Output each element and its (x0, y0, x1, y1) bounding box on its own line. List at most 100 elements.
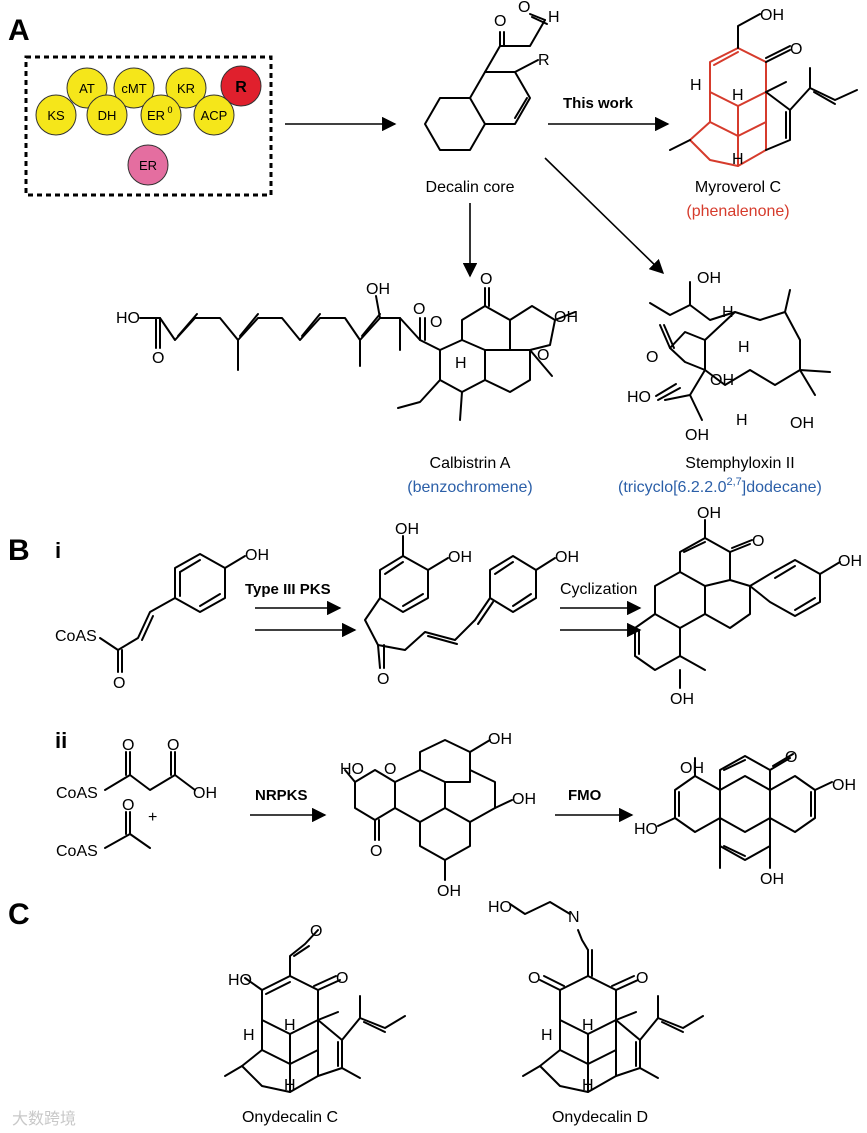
onydecalin-c-ketone-o: O (336, 970, 348, 987)
onydecalin-d-h-center: H (582, 1017, 594, 1034)
plus-sign: + (148, 809, 157, 826)
hydroxyphenalenone-ho: HO (634, 821, 658, 838)
decalin-aldehyde-o: O (518, 0, 530, 16)
decalin-aldehyde-h: H (548, 9, 560, 26)
stemphyloxin-ketone-o: O (646, 349, 658, 366)
malonyl-coas: CoAS (56, 785, 98, 802)
intermediate-o: O (377, 671, 389, 688)
domain-kr: KR (177, 81, 195, 96)
hydroxyphenalenone-o: O (785, 749, 797, 766)
onydecalin-d-n: N (568, 909, 580, 926)
myroverol-h-bottom: H (732, 151, 744, 168)
intermediate-oh-2: OH (448, 549, 472, 566)
malonyl-coa-structure: CoAS O O OH (56, 737, 217, 802)
onydecalin-d-ketone-o-left: O (528, 970, 540, 987)
onydecalin-d-ketone-o-right: O (636, 970, 648, 987)
type-iii-pks-label: Type III PKS (245, 581, 331, 598)
myroverol-c-name: Myroverol C (695, 179, 781, 196)
panel-label-c: C (8, 898, 30, 931)
malonyl-o-1: O (122, 737, 134, 754)
onydecalin-c-h-center: H (284, 1017, 296, 1034)
hydroxyphenalenone-oh-bottom: OH (760, 871, 784, 888)
arrow-decalin-to-stemphyloxin (544, 157, 665, 275)
onydecalin-d-h-left: H (541, 1027, 553, 1044)
coumaroyl-oh: OH (245, 547, 269, 564)
domain-at: AT (79, 81, 95, 96)
naphthopyranone-ring-o: O (384, 761, 396, 778)
nrpks-label: NRPKS (255, 787, 308, 804)
calbistrin-ring-o: O (430, 314, 442, 331)
myroverol-h-left: H (690, 77, 702, 94)
panel-label-b: B (8, 534, 30, 567)
decalin-core-structure: O O H R (424, 0, 560, 151)
decalin-core-label: Decalin core (426, 179, 515, 196)
decalin-r-group: R (538, 52, 550, 69)
acetyl-o: O (122, 797, 134, 814)
phenylphenalenone-oh-top: OH (697, 505, 721, 522)
naphthopyranone-oh-2: OH (512, 791, 536, 808)
phenylphenalenone-o: O (752, 533, 764, 550)
onydecalin-c-name: Onydecalin C (242, 1109, 338, 1126)
fmo-label: FMO (568, 787, 602, 804)
stemphyloxin-ho-left: HO (627, 389, 651, 406)
stemphyloxin-h-top: H (722, 304, 734, 321)
domain-ks: KS (47, 108, 65, 123)
phenylphenalenone-oh-right: OH (838, 553, 862, 570)
this-work-label: This work (563, 95, 634, 112)
myroverol-c-structure: OH O H H H (669, 7, 858, 168)
domain-er0-superscript: 0 (167, 105, 172, 115)
onydecalin-c-structure: O HO O H H H (224, 923, 406, 1094)
myroverol-c-class: (phenalenone) (686, 203, 789, 220)
malonyl-o-2: O (167, 737, 179, 754)
stemphyloxin-h-mid: H (738, 339, 750, 356)
onydecalin-c-ho: HO (228, 972, 252, 989)
onydecalin-c-h-left: H (243, 1027, 255, 1044)
calbistrin-acid-o: O (152, 350, 164, 367)
domain-r: R (235, 79, 247, 96)
domain-dh: DH (98, 108, 117, 123)
linear-intermediate-structure: OH OH OH O (364, 521, 579, 688)
phenylphenalenone-structure: OH O OH OH (634, 505, 862, 708)
intermediate-oh-3: OH (555, 549, 579, 566)
calbistrin-a-name: Calbistrin A (430, 455, 511, 472)
domain-er-trans: ER (139, 158, 157, 173)
naphthopyranone-ho: HO (340, 761, 364, 778)
calbistrin-ketone-o: O (480, 271, 492, 288)
domain-er0: ER (147, 108, 165, 123)
stemphyloxin-oh-bottom-right: OH (790, 415, 814, 432)
calbistrin-a-structure: HO O OH O O O OH O H (116, 271, 578, 421)
naphthopyranone-oh-3: OH (437, 883, 461, 900)
myroverol-ketone-o: O (790, 41, 802, 58)
onydecalin-d-structure: N HO O O H H H (488, 899, 704, 1094)
domain-acp: ACP (201, 108, 228, 123)
panel-b-sub-ii: ii (55, 728, 67, 753)
stemphyloxin-ii-class: (tricyclo[6.2.2.02,7]dodecane) (618, 476, 822, 496)
phenylphenalenone-oh-bottom: OH (670, 691, 694, 708)
onydecalin-c-h-bottom: H (284, 1077, 296, 1094)
domain-cmt: cMT (121, 81, 146, 96)
pks-domain-box: AT cMT KR R KS DH ER 0 ACP ER (24, 55, 273, 197)
decalin-ketone-o: O (494, 13, 506, 30)
calbistrin-h: H (455, 355, 467, 372)
coumaroyl-coa-structure: OH CoAS O (55, 547, 269, 692)
intermediate-oh-1: OH (395, 521, 419, 538)
coumaroyl-o: O (113, 675, 125, 692)
coumaroyl-coas: CoAS (55, 628, 97, 645)
onydecalin-c-aldehyde-o: O (310, 923, 322, 940)
calbistrin-pyran-o: O (537, 347, 549, 364)
panel-b-sub-i: i (55, 538, 61, 563)
stemphyloxin-oh-mid: OH (710, 372, 734, 389)
acetyl-coa-structure: CoAS O (56, 797, 151, 860)
panel-label-a: A (8, 14, 30, 47)
hydroxyphenalenone-oh-right: OH (832, 777, 856, 794)
onydecalin-d-h-bottom: H (582, 1077, 594, 1094)
calbistrin-oh-mid: OH (366, 281, 390, 298)
watermark: 大数跨境 (12, 1109, 76, 1128)
cyclization-label: Cyclization (560, 581, 637, 598)
stemphyloxin-ii-name: Stemphyloxin II (685, 455, 794, 472)
calbistrin-a-class: (benzochromene) (407, 479, 532, 496)
calbistrin-oh-right: OH (554, 309, 578, 326)
stemphyloxin-ii-structure: OH H H O OH HO OH H OH (627, 270, 831, 444)
stemphyloxin-oh-bottom-left: OH (685, 427, 709, 444)
